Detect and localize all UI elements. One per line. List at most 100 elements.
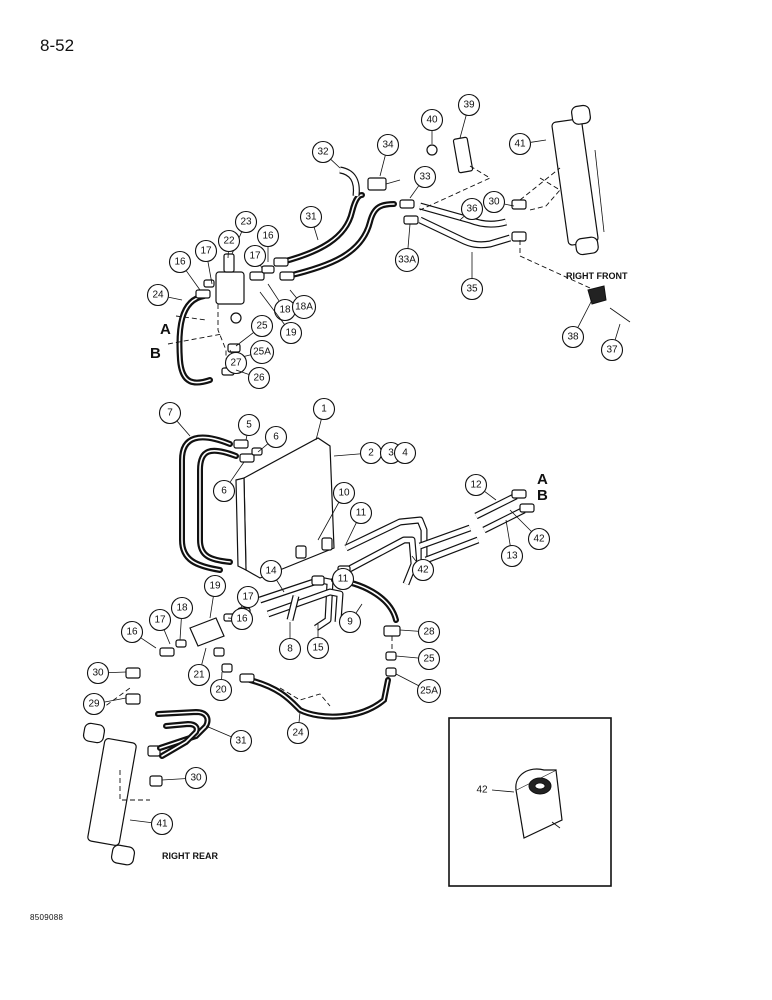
svg-text:42: 42 [533, 534, 545, 545]
callout-25: 25 [395, 647, 441, 671]
svg-text:29: 29 [88, 699, 100, 710]
callout-17: 17 [194, 239, 218, 285]
svg-text:25: 25 [423, 654, 435, 665]
callout-19: 19 [259, 291, 303, 345]
svg-text:23: 23 [240, 217, 252, 228]
callout-25: 25 [235, 314, 274, 347]
callout-35: 35 [460, 252, 484, 301]
svg-text:2: 2 [368, 448, 374, 459]
callout-31: 31 [299, 205, 323, 241]
callout-16: 16 [168, 250, 201, 291]
svg-text:25: 25 [256, 321, 268, 332]
callout-14: 14 [259, 559, 285, 593]
svg-text:33A: 33A [398, 255, 416, 266]
callout-15: 15 [306, 624, 330, 660]
callout-31: 31 [205, 725, 253, 753]
svg-text:18A: 18A [295, 302, 313, 313]
svg-text:15: 15 [312, 643, 324, 654]
callout-28: 28 [399, 620, 441, 644]
callout-24: 24 [286, 711, 310, 745]
svg-text:17: 17 [242, 592, 254, 603]
callout-42: 42 [411, 555, 435, 582]
callout-10: 10 [317, 481, 356, 541]
callout-17: 17 [148, 608, 172, 645]
clamp-38 [587, 285, 607, 305]
svg-text:25A: 25A [253, 347, 271, 358]
callout-1: 1 [312, 397, 336, 441]
letter-a-upper: A [160, 321, 171, 338]
svg-text:17: 17 [249, 251, 261, 262]
svg-text:24: 24 [292, 728, 304, 739]
svg-text:8: 8 [287, 644, 293, 655]
svg-text:41: 41 [156, 819, 168, 830]
right-rear-label: RIGHT REAR [162, 851, 219, 861]
callout-30: 30 [86, 661, 127, 685]
page-number: 8-52 [40, 36, 75, 55]
svg-text:12: 12 [470, 480, 482, 491]
svg-text:18: 18 [176, 603, 188, 614]
svg-text:27: 27 [230, 358, 242, 369]
callout-32: 32 [311, 140, 341, 169]
callout-18: 18 [170, 596, 194, 641]
svg-text:24: 24 [152, 290, 164, 301]
callout-13: 13 [500, 519, 524, 568]
svg-text:16: 16 [262, 231, 274, 242]
svg-text:10: 10 [338, 488, 350, 499]
letter-b-upper: B [150, 345, 161, 362]
callout-41: 41 [129, 812, 174, 836]
svg-text:16: 16 [236, 614, 248, 625]
callout-18: 18 [267, 283, 297, 322]
right-front-cylinder [551, 104, 605, 256]
callout-33a: 33A [394, 223, 420, 273]
callout-6: 6 [257, 425, 288, 453]
callout-18a: 18A [289, 289, 317, 320]
callout-12: 12 [464, 473, 497, 501]
svg-text:32: 32 [317, 147, 329, 158]
callout-11: 11 [345, 501, 373, 545]
callout-42: 42 [509, 509, 551, 551]
svg-text:35: 35 [466, 284, 478, 295]
callout-26: 26 [235, 366, 271, 390]
callout-22: 22 [217, 229, 241, 259]
callout-7: 7 [158, 401, 191, 437]
svg-text:18: 18 [279, 305, 291, 316]
svg-text:34: 34 [382, 140, 394, 151]
callout-41: 41 [508, 132, 547, 156]
callout-19: 19 [203, 574, 227, 619]
right-rear-cylinder [82, 722, 137, 866]
svg-text:22: 22 [223, 236, 235, 247]
svg-text:31: 31 [235, 736, 247, 747]
svg-text:26: 26 [253, 373, 265, 384]
document-code: 8509088 [30, 913, 64, 922]
callout-38: 38 [561, 299, 593, 349]
callout-37: 37 [600, 323, 624, 362]
callout-23: 23 [231, 210, 258, 255]
callout-21: 21 [187, 647, 211, 687]
svg-text:25A: 25A [420, 686, 438, 697]
svg-text:7: 7 [167, 408, 173, 419]
callout-29: 29 [82, 692, 127, 716]
callout-4: 4 [393, 441, 417, 465]
mounting-plate [243, 437, 335, 579]
callout-36: 36 [459, 197, 484, 221]
svg-text:21: 21 [193, 670, 205, 681]
svg-text:11: 11 [338, 574, 349, 585]
svg-text:20: 20 [215, 685, 227, 696]
svg-text:40: 40 [426, 115, 438, 126]
callout-11: 11 [331, 567, 355, 591]
svg-text:33: 33 [419, 172, 431, 183]
callout-20: 20 [209, 671, 233, 702]
right-rear-assembly [82, 607, 391, 866]
svg-text:4: 4 [402, 448, 408, 459]
inset-box: 42 [448, 717, 612, 887]
svg-text:37: 37 [606, 345, 618, 356]
svg-text:16: 16 [126, 627, 138, 638]
callout-16: 16 [227, 607, 254, 631]
callout-30: 30 [482, 190, 515, 214]
middle-assembly [179, 434, 535, 677]
svg-text:14: 14 [265, 566, 277, 577]
right-front-assembly [167, 104, 631, 386]
right-front-label: RIGHT FRONT [566, 271, 628, 281]
